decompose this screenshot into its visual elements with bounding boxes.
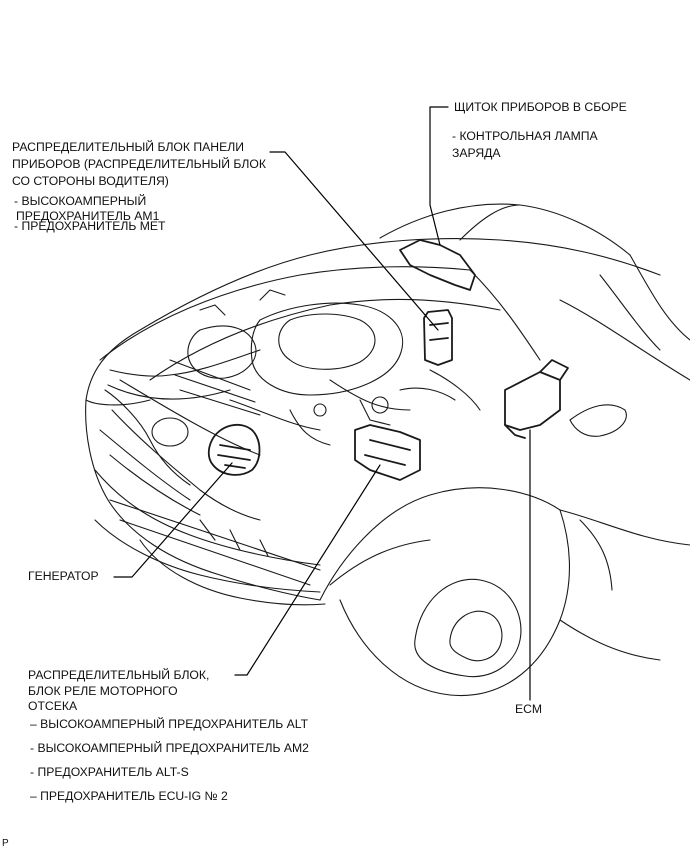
alt-fuse-label: – ВЫСОКОАМПЕРНЫЙ ПРЕДОХРАНИТЕЛЬ ALT	[30, 717, 309, 731]
engine-room-jb-label-1: РАСПРЕДЕЛИТЕЛЬНЫЙ БЛОК,	[28, 668, 210, 682]
combination-meter-label: ЩИТОК ПРИБОРОВ В СБОРЕ	[454, 100, 627, 114]
leader-combination-meter	[429, 106, 449, 246]
alts-fuse-label: - ПРЕДОХРАНИТЕЛЬ ALT-S	[30, 765, 189, 779]
corner-mark: P	[2, 838, 9, 849]
leader-instrument-jb	[269, 151, 439, 331]
components	[207, 239, 569, 481]
instrument-panel-junction-block	[423, 309, 453, 366]
engine-room-jb-label-3: ОТСЕКА	[28, 699, 78, 713]
met-fuse-label: - ПРЕДОХРАНИТЕЛЬ MET	[14, 219, 166, 233]
ecm-label: ECM	[515, 702, 543, 716]
leader-generator	[113, 462, 233, 578]
instrument-jb-label-2: ПРИБОРОВ (РАСПРЕДЕЛИТЕЛЬНЫЙ БЛОК	[12, 157, 266, 171]
generator-label: ГЕНЕРАТОР	[28, 569, 99, 583]
combination-meter	[399, 239, 476, 291]
am1-fuse-label-2: ПРЕДОХРАНИТЕЛЬ AM1	[16, 209, 160, 223]
generator	[207, 423, 261, 476]
car-body	[85, 203, 690, 697]
ecuig-fuse-label: – ПРЕДОХРАНИТЕЛЬ ECU-IG № 2	[30, 789, 228, 803]
charge-warning-lamp-label: - КОНТРОЛЬНАЯ ЛАМПА	[452, 129, 598, 143]
am2-fuse-label: - ВЫСОКОАМПЕРНЫЙ ПРЕДОХРАНИТЕЛЬ AM2	[30, 741, 309, 755]
charge-warning-lamp-label-2: ЗАРЯДА	[452, 146, 501, 160]
engine-room-junction-block	[354, 424, 421, 481]
ecm	[504, 371, 561, 431]
instrument-jb-label-1: РАСПРЕДЕЛИТЕЛЬНЫЙ БЛОК ПАНЕЛИ	[12, 140, 244, 154]
leader-lines	[113, 106, 531, 701]
am1-fuse-label-1: - ВЫСОКОАМПЕРНЫЙ	[14, 194, 147, 208]
engine-room-jb-label-2: БЛОК РЕЛЕ МОТОРНОГО	[28, 684, 178, 698]
instrument-jb-label-3: СО СТОРОНЫ ВОДИТЕЛЯ)	[12, 174, 169, 188]
leader-engine-room-jb	[234, 464, 381, 676]
